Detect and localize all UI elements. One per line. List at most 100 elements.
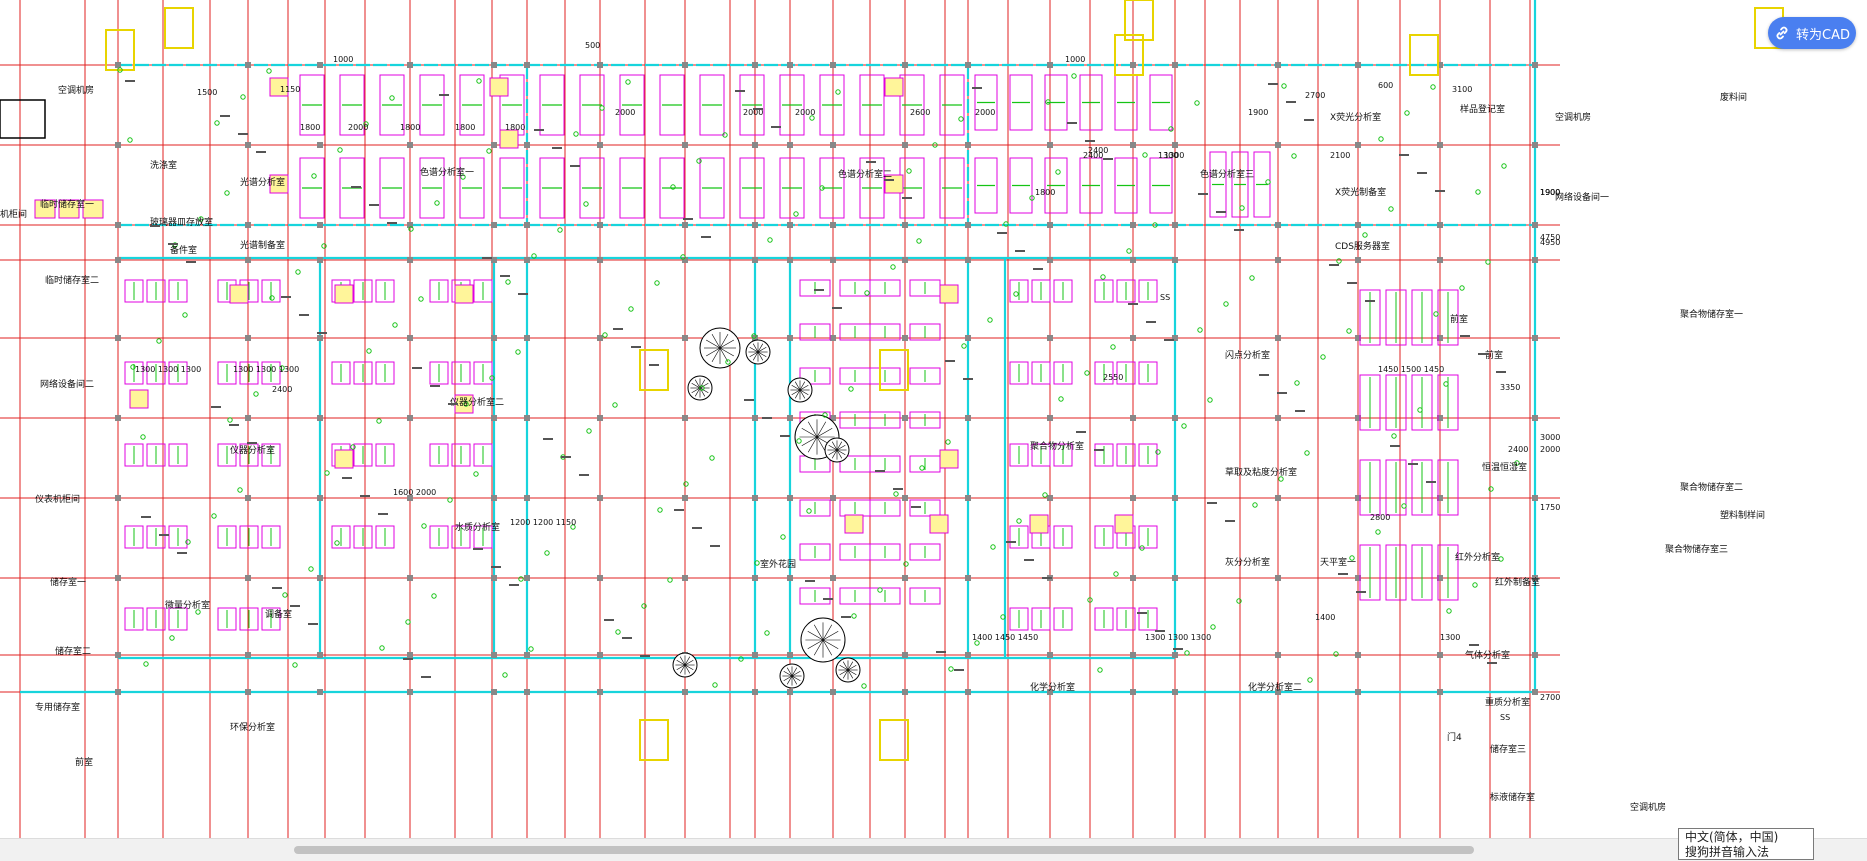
socket-symbol — [641, 603, 647, 609]
column — [752, 495, 758, 501]
socket-symbol — [1404, 110, 1410, 116]
equipment-code — [360, 495, 370, 497]
bench — [1044, 74, 1068, 131]
lab-table — [429, 525, 449, 549]
lab-table — [1411, 374, 1433, 431]
equipment-code — [1478, 353, 1488, 355]
lab-table — [799, 323, 831, 341]
column — [1130, 495, 1136, 501]
column — [1047, 415, 1053, 421]
bench — [699, 74, 725, 136]
column — [1172, 415, 1178, 421]
equipment-code — [683, 218, 693, 220]
column — [1275, 257, 1281, 263]
tree-branch — [757, 346, 767, 353]
socket-symbol — [861, 683, 867, 689]
bench — [339, 157, 365, 219]
vertical-scrollbar[interactable] — [1861, 0, 1867, 838]
equipment-code — [771, 126, 781, 128]
column — [752, 222, 758, 228]
column — [491, 62, 497, 68]
cad-floor-plan[interactable]: 空调机房机柜间临时储存室一临时储存室二洗涤室玻璃器皿存放室备件室光谱分析室光谱制… — [0, 0, 1867, 838]
column — [902, 257, 908, 263]
column — [245, 335, 251, 341]
socket-symbol — [615, 629, 621, 635]
convert-to-cad-label: 转为CAD — [1796, 27, 1850, 43]
room-label: 塑料制样间 — [1720, 509, 1765, 521]
column — [1275, 652, 1281, 658]
socket-symbol — [1488, 486, 1494, 492]
room-label: 室外花园 — [760, 558, 796, 570]
dimension-label: 1900 — [1540, 188, 1560, 197]
socket-symbol — [1388, 206, 1394, 212]
socket-symbol — [127, 137, 133, 143]
column — [1437, 575, 1443, 581]
lab-table — [429, 361, 449, 385]
equipment-code — [342, 477, 352, 479]
equipment-code — [125, 80, 135, 82]
column — [1437, 335, 1443, 341]
equipment-code — [387, 222, 397, 224]
lab-table — [1053, 525, 1073, 549]
convert-to-cad-button[interactable]: 转为CAD — [1768, 17, 1856, 49]
column — [1047, 652, 1053, 658]
equipment-code — [604, 619, 614, 621]
room-label: CDS服务器室 — [1335, 240, 1390, 252]
tree-branch — [813, 624, 824, 641]
socket-symbol — [1087, 597, 1093, 603]
equipment-code — [1225, 520, 1235, 522]
column — [1275, 689, 1281, 695]
tree-branch — [786, 675, 793, 685]
door-marker — [879, 349, 909, 391]
dimension-label: 1300 1300 1300 — [233, 365, 299, 374]
lab-table — [353, 361, 373, 385]
column — [524, 575, 530, 581]
socket-symbol — [486, 148, 492, 154]
bench — [539, 157, 565, 219]
column — [787, 142, 793, 148]
socket-symbol — [793, 211, 799, 217]
column — [115, 257, 121, 263]
lab-table — [1031, 361, 1051, 385]
socket-symbol — [143, 661, 149, 667]
socket-symbol — [1126, 248, 1132, 254]
lab-table — [799, 279, 831, 297]
socket-symbol — [751, 333, 757, 339]
socket-symbol — [1100, 274, 1106, 280]
socket-symbol — [1110, 344, 1116, 350]
column — [752, 62, 758, 68]
equipment-code — [902, 197, 912, 199]
equipment-code — [500, 275, 510, 277]
horizontal-scrollbar[interactable] — [0, 838, 1867, 861]
equipment-code — [1435, 190, 1445, 192]
tree-branch — [679, 656, 686, 666]
column — [752, 257, 758, 263]
column — [682, 689, 688, 695]
room-label: 聚合物储存室二 — [1680, 481, 1743, 493]
room-label: 前室 — [75, 756, 93, 768]
horizontal-scrollbar-thumb[interactable] — [294, 846, 1474, 854]
equipment-code — [1277, 392, 1287, 394]
column — [245, 652, 251, 658]
lab-table — [375, 443, 395, 467]
column — [407, 575, 413, 581]
equipment-code — [579, 474, 589, 476]
lab-table — [146, 279, 166, 303]
socket-symbol — [366, 348, 372, 354]
highlighted-cell — [229, 284, 249, 304]
socket-symbol — [987, 317, 993, 323]
socket-symbol — [1239, 205, 1245, 211]
lab-table — [1385, 374, 1407, 431]
dimension-label: 2700 — [1305, 91, 1325, 100]
bench — [619, 74, 645, 136]
tree-branch — [839, 669, 849, 676]
equipment-code — [1259, 374, 1269, 376]
room-label: 光谱制备室 — [240, 239, 285, 251]
cad-viewer[interactable]: 空调机房机柜间临时储存室一临时储存室二洗涤室玻璃器皿存放室备件室光谱分析室光谱制… — [0, 0, 1867, 838]
socket-symbol — [557, 227, 563, 233]
column — [830, 335, 836, 341]
column — [682, 495, 688, 501]
room-label: 机柜间 — [0, 208, 27, 220]
highlighted-cell — [1114, 514, 1134, 534]
socket-symbol — [932, 142, 938, 148]
